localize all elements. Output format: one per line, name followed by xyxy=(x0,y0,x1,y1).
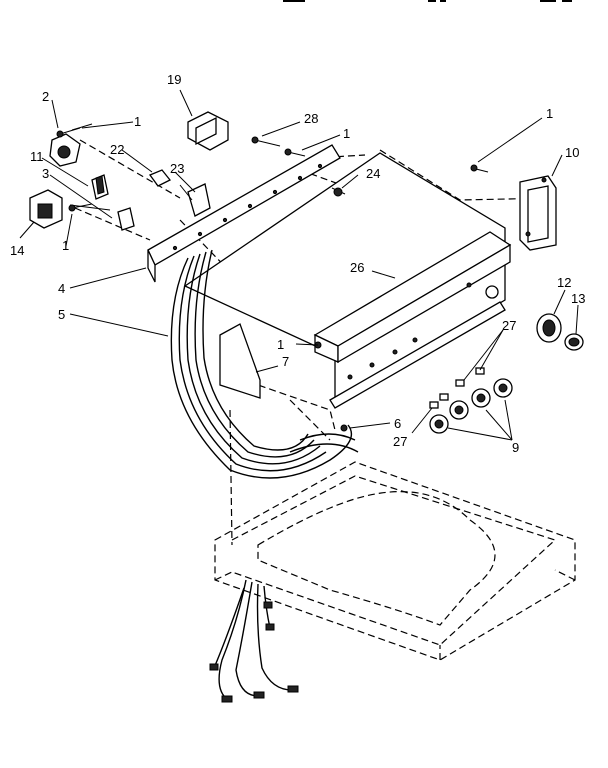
callout-3: 3 xyxy=(42,166,49,181)
rotary-switch xyxy=(29,189,135,231)
callout-19: 19 xyxy=(167,72,181,87)
terminal-block xyxy=(148,169,172,187)
callout-1-panel: 1 xyxy=(277,337,284,352)
connector-part xyxy=(179,183,211,217)
callout-1-endcap: 1 xyxy=(546,106,553,121)
callout-labels: 2 1 19 28 1 1 10 22 11 23 24 3 14 1 4 26… xyxy=(10,72,585,455)
clip-part xyxy=(91,174,109,200)
callout-24: 24 xyxy=(366,166,380,181)
switch-part xyxy=(49,123,93,167)
callout-13: 13 xyxy=(571,291,585,306)
callout-2: 2 xyxy=(42,89,49,104)
wire-harness xyxy=(170,249,359,703)
cabinet-top-dashed xyxy=(214,461,576,661)
callout-12: 12 xyxy=(557,275,571,290)
callout-4: 4 xyxy=(58,281,65,296)
callout-1-bracket: 1 xyxy=(343,126,350,141)
end-cap xyxy=(519,175,557,251)
callout-11: 11 xyxy=(30,149,44,164)
upper-bracket xyxy=(187,111,229,151)
callout-23: 23 xyxy=(170,161,184,176)
callout-14: 14 xyxy=(10,243,24,258)
callout-22: 22 xyxy=(110,142,124,157)
callout-5: 5 xyxy=(58,307,65,322)
callout-6: 6 xyxy=(394,416,401,431)
leader-lines xyxy=(19,89,579,441)
cover-plate xyxy=(219,323,261,399)
callout-10: 10 xyxy=(565,145,579,160)
console-bracket xyxy=(147,144,341,283)
small-knobs xyxy=(429,367,513,434)
console-panel xyxy=(183,152,512,409)
callout-28: 28 xyxy=(304,111,318,126)
callout-27-upper: 27 xyxy=(502,318,516,333)
callout-1-switch: 1 xyxy=(134,114,141,129)
knob-assembly xyxy=(536,313,584,351)
callout-7: 7 xyxy=(282,354,289,369)
callout-9: 9 xyxy=(512,440,519,455)
callout-26: 26 xyxy=(350,260,364,275)
callout-1-rotary: 1 xyxy=(62,238,69,253)
callout-27-lower: 27 xyxy=(393,434,407,449)
